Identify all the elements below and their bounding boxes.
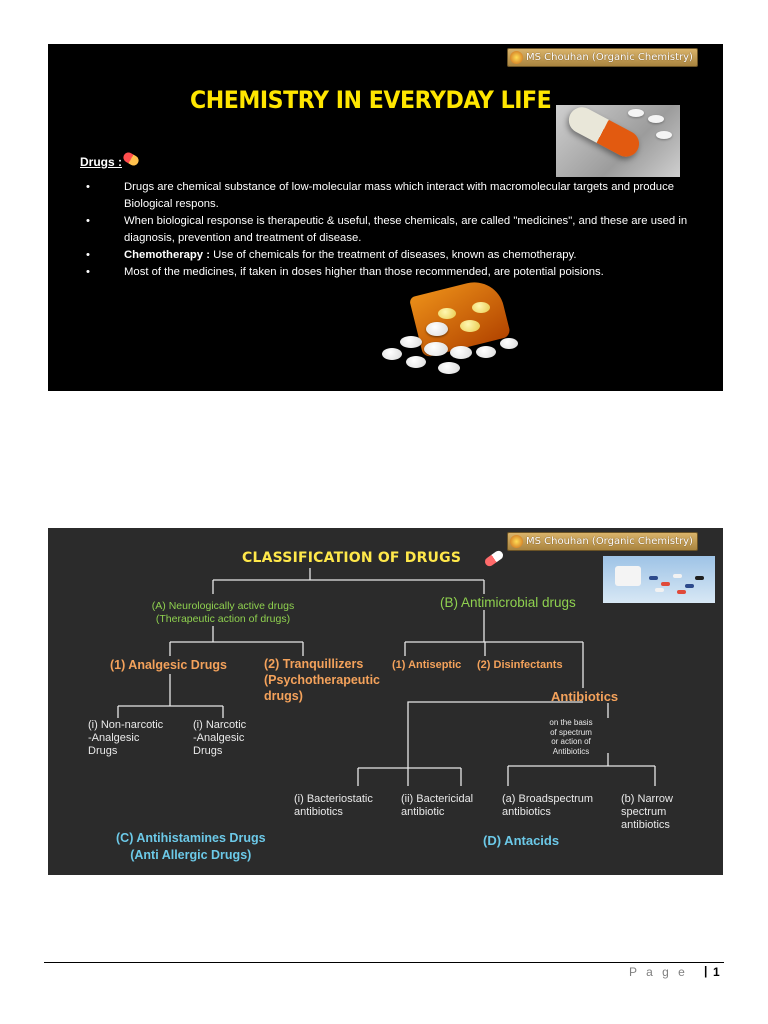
pills-photo bbox=[603, 556, 715, 603]
pill-icon bbox=[656, 131, 672, 139]
pill-icon bbox=[424, 342, 448, 356]
antimicrobial-drugs-node: (B) Antimicrobial drugs bbox=[440, 595, 576, 610]
slide-classification-of-drugs: MS Chouhan (Organic Chemistry) CLASSIFIC… bbox=[48, 528, 723, 875]
pill-icon bbox=[500, 338, 518, 349]
pill-icon bbox=[655, 588, 664, 592]
bullet-item: •Most of the medicines, if taken in dose… bbox=[86, 266, 604, 278]
pill-icon bbox=[382, 348, 402, 360]
pill-icon bbox=[438, 362, 460, 374]
pill-icon bbox=[677, 590, 686, 594]
footer-divider bbox=[44, 962, 724, 963]
page-separator: | bbox=[704, 964, 708, 978]
capsule-photo bbox=[556, 105, 680, 177]
pill-icon bbox=[426, 322, 448, 336]
drugs-bullet-list: •Drugs are chemical substance of low-mol… bbox=[80, 179, 720, 281]
disinfectants-node: (2) Disinfectants bbox=[477, 659, 563, 671]
pill-icon bbox=[472, 302, 490, 313]
pill-icon bbox=[406, 356, 426, 368]
drugs-heading: Drugs : bbox=[80, 155, 122, 169]
pill-icon bbox=[400, 336, 422, 348]
brand-badge: MS Chouhan (Organic Chemistry) bbox=[507, 48, 698, 67]
slide-chemistry-everyday-life: MS Chouhan (Organic Chemistry) CHEMISTRY… bbox=[48, 44, 723, 391]
bullet-item: •Drugs are chemical substance of low-mol… bbox=[86, 181, 675, 210]
antiseptic-node: (1) Antiseptic bbox=[392, 659, 462, 671]
antihistamines-node: (C) Antihistamines Drugs(Anti Allergic D… bbox=[116, 831, 266, 862]
brand-logo-icon bbox=[510, 51, 523, 64]
antibiotics-node: Antibiotics bbox=[551, 689, 619, 704]
pill-icon bbox=[628, 109, 644, 117]
pill-icon bbox=[685, 584, 694, 588]
pill-icon bbox=[476, 346, 496, 358]
pill-icon bbox=[695, 576, 704, 580]
pill-icon bbox=[649, 576, 658, 580]
pill-icon bbox=[661, 582, 670, 586]
pill-emoji-icon bbox=[121, 150, 141, 168]
brand-label: MS Chouhan (Organic Chemistry) bbox=[526, 52, 693, 63]
bullet-item: •When biological response is therapeutic… bbox=[86, 215, 688, 244]
bullet-item: •Chemotherapy : Use of chemicals for the… bbox=[86, 249, 577, 261]
spilled-pill-bottle-image bbox=[380, 276, 518, 376]
pill-icon bbox=[648, 115, 664, 123]
slide-title: CLASSIFICATION OF DRUGS bbox=[242, 550, 462, 566]
pill-bottle-icon bbox=[615, 566, 641, 586]
pill-icon bbox=[673, 574, 682, 578]
antacids-node: (D) Antacids bbox=[483, 833, 560, 848]
slide-title: CHEMISTRY IN EVERYDAY LIFE bbox=[190, 86, 552, 114]
pill-icon bbox=[438, 308, 456, 319]
brand-label: MS Chouhan (Organic Chemistry) bbox=[526, 536, 693, 547]
analgesic-drugs-node: (1) Analgesic Drugs bbox=[110, 658, 227, 672]
neuro-active-drugs-node: (A) Neurologically active drugs(Therapeu… bbox=[151, 600, 295, 626]
pill-icon bbox=[450, 346, 472, 359]
brand-badge: MS Chouhan (Organic Chemistry) bbox=[507, 532, 698, 551]
pill-icon bbox=[460, 320, 480, 332]
page-label: P a g e bbox=[629, 965, 688, 979]
page-number: 1 bbox=[713, 965, 720, 979]
brand-logo-icon bbox=[510, 535, 523, 548]
classification-tree-lines bbox=[117, 568, 656, 786]
